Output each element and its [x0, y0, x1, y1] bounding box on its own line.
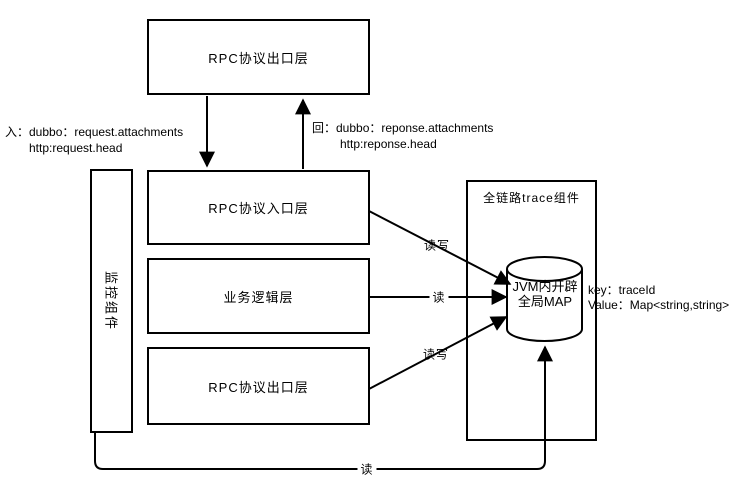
cylinder-label-line2: 全局MAP [517, 294, 573, 309]
annotation-line: 回：dubbo：reponse.attachments [312, 121, 494, 135]
annotation-request-in: 入：dubbo：request.attachments http:request… [5, 124, 183, 156]
node-rpc-protocol-exit-top: RPC协议出口层 [147, 19, 370, 95]
edge-label-read-middle: 读 [429, 288, 449, 306]
container-title: 全链路trace组件 [483, 191, 580, 205]
node-business-logic-layer: 业务逻辑层 [147, 258, 370, 334]
node-label: RPC协议出口层 [208, 50, 309, 66]
node-label-vertical: 监控组件 [103, 270, 118, 332]
node-rpc-protocol-exit-bottom: RPC协议出口层 [147, 347, 370, 425]
annotation-line: Value：Map<string,string> [588, 298, 730, 312]
annotation-line: http:reponse.head [340, 137, 437, 151]
node-label: RPC协议出口层 [208, 379, 309, 395]
edge-label-read-write-top: 读写 [423, 238, 451, 253]
annotation-line: http:request.head [29, 141, 123, 155]
cylinder-label: JVM内开辟 全局MAP [507, 279, 583, 309]
cylinder-label-line1: JVM内开辟 [512, 279, 578, 294]
container-full-link-trace-component: 全链路trace组件 [466, 180, 597, 441]
annotation-map-key-value: key：traceId Value：Map<string,string> [588, 283, 729, 313]
annotation-line: 入：dubbo：request.attachments [5, 125, 184, 139]
node-rpc-protocol-entry: RPC协议入口层 [147, 170, 370, 245]
annotation-line: key：traceId [588, 283, 656, 297]
node-label: RPC协议入口层 [208, 201, 309, 216]
annotation-response-back: 回：dubbo：reponse.attachments http:reponse… [312, 120, 493, 152]
edge-label-read-bottom-path: 读 [357, 460, 377, 478]
node-monitor-component: 监控组件 [90, 169, 133, 433]
edge-label-read-write-bottom: 读写 [422, 347, 450, 362]
node-label: 业务逻辑层 [223, 289, 294, 305]
